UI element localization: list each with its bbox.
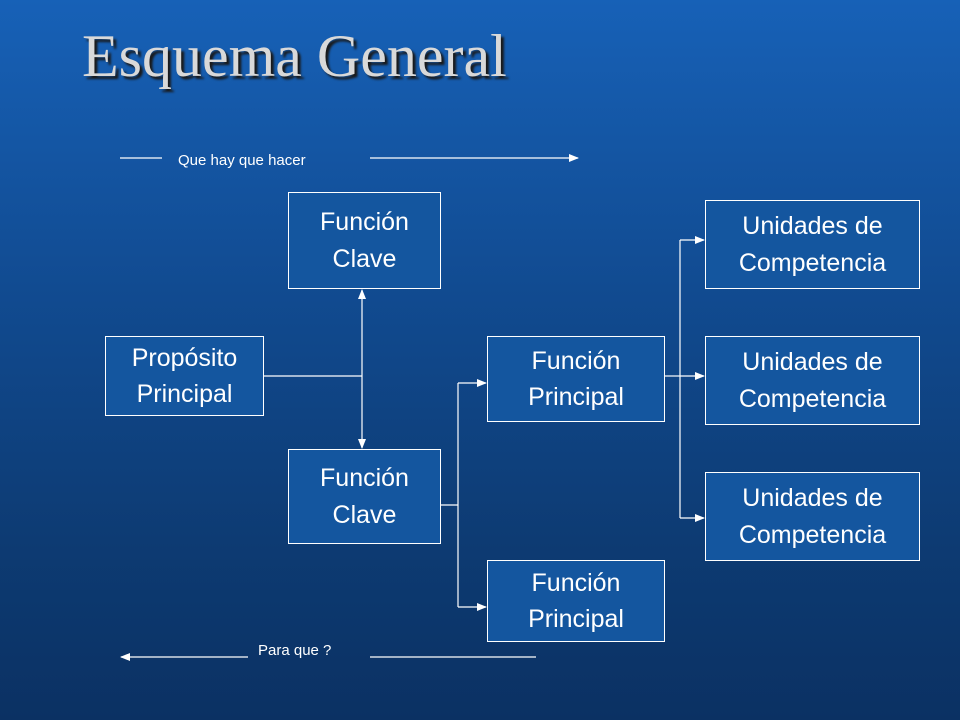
box-unidades-competencia-3: Unidades de Competencia xyxy=(705,472,920,561)
box-line: Función xyxy=(531,346,621,375)
box-line: Principal xyxy=(528,605,624,633)
box-line: Unidades de xyxy=(742,484,883,513)
box-line: Competencia xyxy=(738,384,887,413)
box-line: Clave xyxy=(332,244,397,273)
box-funcion-clave-bottom: Función Clave xyxy=(288,449,441,544)
slide-title: Esquema General xyxy=(82,23,507,89)
box-line: Unidades de xyxy=(742,212,883,241)
box-line: Principal xyxy=(528,383,624,411)
box-line: Clave xyxy=(332,500,397,529)
box-line: Unidades de xyxy=(742,348,883,377)
box-line: Función xyxy=(320,208,409,237)
bottom-arrow-label: Para que ? xyxy=(258,642,332,659)
box-line: Función xyxy=(320,464,409,493)
box-unidades-competencia-2: Unidades de Competencia xyxy=(705,336,920,425)
box-funcion-principal-2: Función Principal xyxy=(487,560,665,642)
box-line: Función xyxy=(531,568,621,597)
box-line: Competencia xyxy=(738,520,887,549)
box-line: Competencia xyxy=(738,248,887,277)
box-funcion-principal-1: Función Principal xyxy=(487,336,665,422)
box-unidades-competencia-1: Unidades de Competencia xyxy=(705,200,920,289)
box-funcion-clave-top: Función Clave xyxy=(288,192,441,289)
box-proposito-principal: Propósito Principal xyxy=(105,336,264,416)
box-line: Principal xyxy=(136,380,233,408)
top-arrow-label: Que hay que hacer xyxy=(178,152,306,169)
box-line: Propósito xyxy=(131,343,238,372)
